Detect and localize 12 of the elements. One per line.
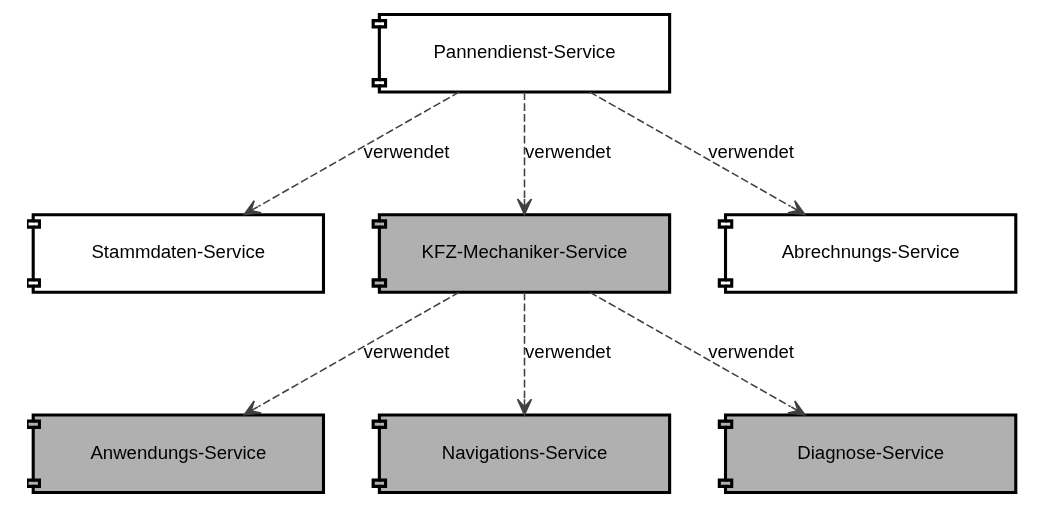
arrow [242,91,460,216]
arrow [516,91,532,216]
edge-label: verwendet [524,141,611,163]
edge-label: verwendet [707,141,794,163]
edge-label: verwendet [524,341,611,363]
arrow [588,91,806,216]
edge-label: verwendet [707,341,794,363]
edge-label: verwendet [363,141,449,163]
arrow [516,291,532,416]
arrow [242,291,460,416]
edge-label: verwendet [363,341,449,363]
arrow [588,291,806,416]
